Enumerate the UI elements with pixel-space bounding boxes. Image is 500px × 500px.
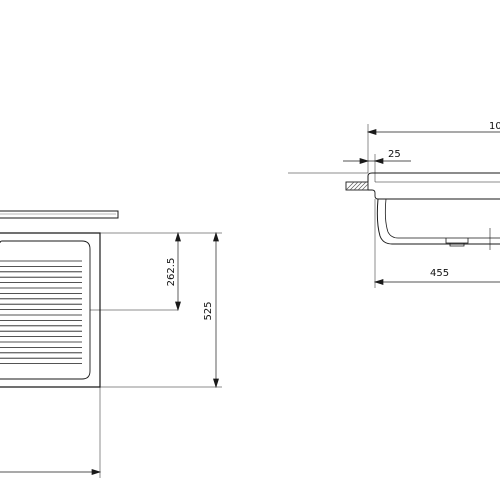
dim-side-bowl-width <box>373 199 500 288</box>
dim-top-depth-label: 262.5 <box>166 258 177 287</box>
dim-top-depth <box>100 231 184 312</box>
dim-front-height <box>100 231 222 389</box>
sink-bowl-inner <box>384 198 500 239</box>
dim-side-bowl-width-label: 455 <box>430 268 449 279</box>
countertop-hatch <box>345 181 369 191</box>
dim-side-lip-label: 25 <box>388 149 401 160</box>
drainboard-ribs <box>0 260 82 365</box>
countertop-section <box>0 210 119 219</box>
sink-rim-underside <box>368 189 500 200</box>
sink-rim-profile <box>367 172 500 182</box>
side-view <box>345 172 500 250</box>
dim-side-top-width-label: 10 <box>489 121 500 132</box>
top-view <box>0 210 178 388</box>
dim-front-height-label: 525 <box>203 301 214 320</box>
dim-side-top-width <box>366 124 500 173</box>
dim-side-lip <box>343 154 411 182</box>
drainboard-edge <box>0 240 91 380</box>
drain-outlet <box>445 238 469 247</box>
dim-bottom-width <box>0 387 102 478</box>
sink-bowl-outer <box>376 198 500 245</box>
